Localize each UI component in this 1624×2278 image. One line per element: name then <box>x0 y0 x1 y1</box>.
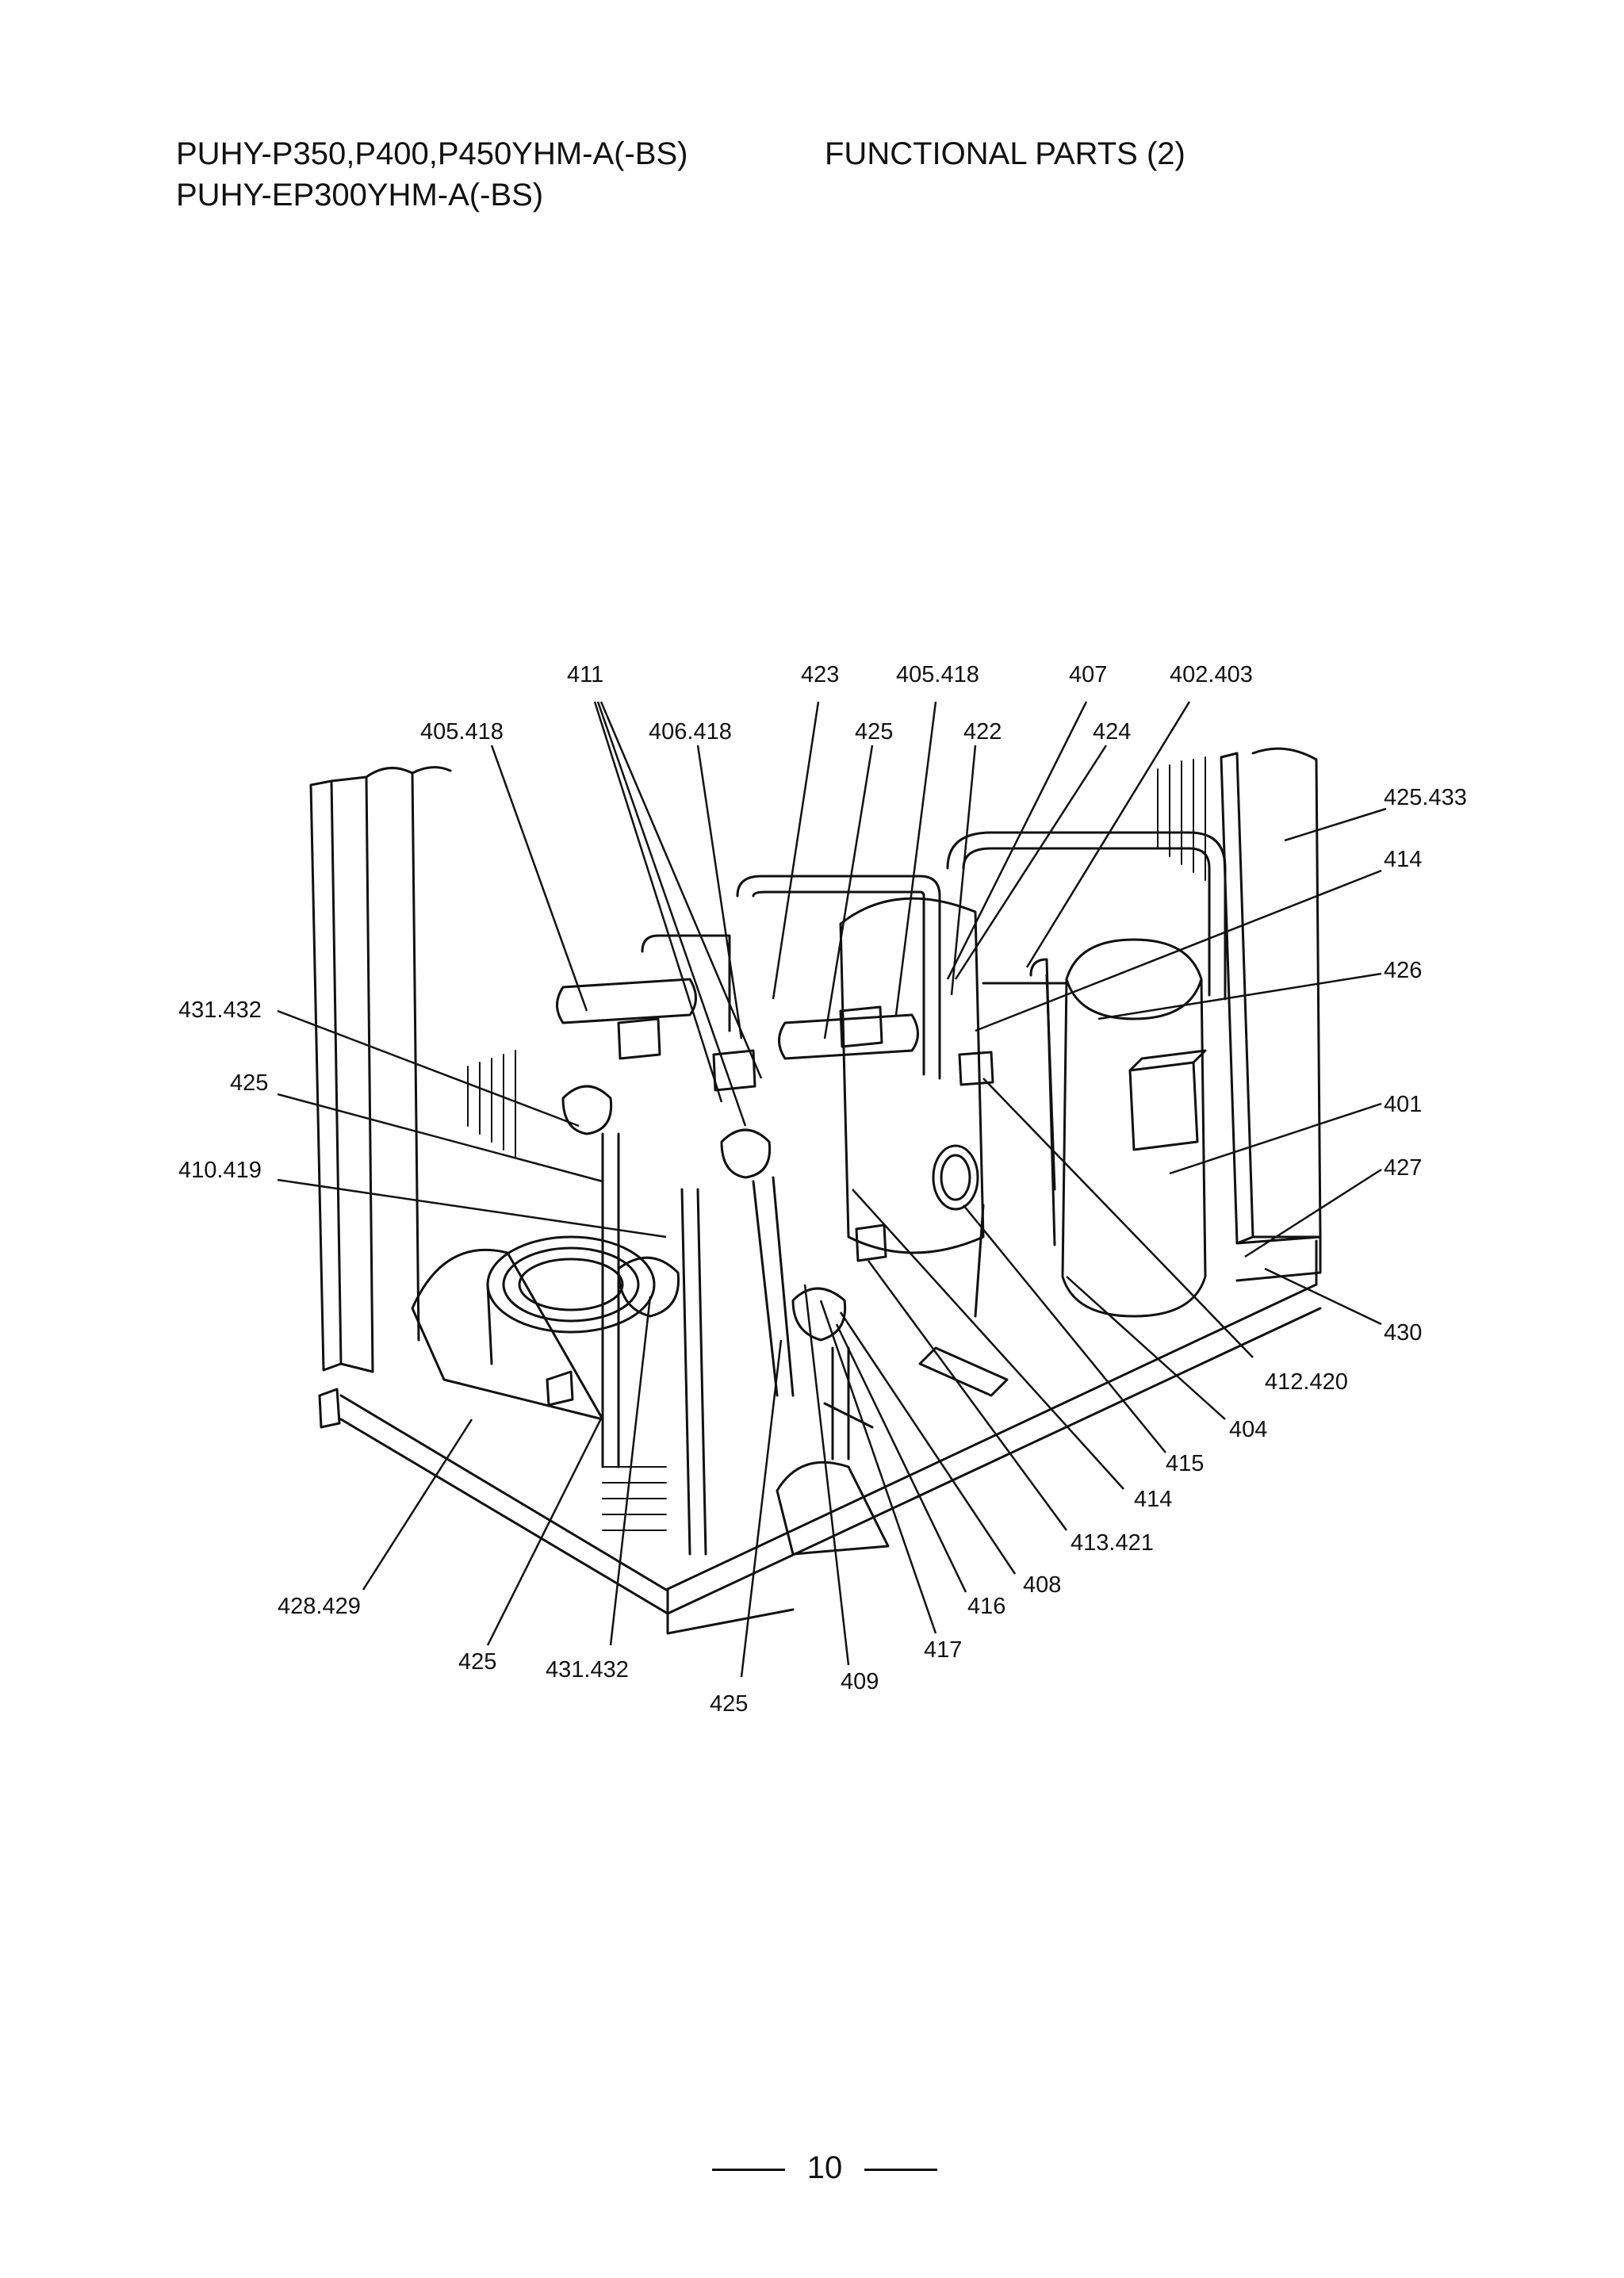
callout-414-right: 414 <box>1384 847 1422 872</box>
callout-405-418-left: 405.418 <box>420 719 504 745</box>
callout-402-403: 402.403 <box>1170 662 1253 687</box>
callout-414-bottom: 414 <box>1134 1487 1172 1512</box>
callout-425-bottom: 425 <box>710 1691 748 1717</box>
callout-405-418-top: 405.418 <box>896 662 979 687</box>
callout-425-top: 425 <box>855 719 893 745</box>
model-line-2: PUHY-EP300YHM-A(-BS) <box>176 178 544 212</box>
page-number: 10 <box>806 2150 843 2185</box>
callout-424: 424 <box>1093 719 1131 745</box>
footer-rule-left <box>712 2169 785 2171</box>
callout-412-420: 412.420 <box>1265 1369 1348 1395</box>
callout-411: 411 <box>567 662 603 687</box>
callout-labels: 411 423 405.418 407 402.403 405.418 406.… <box>178 662 1467 1717</box>
callout-407: 407 <box>1069 662 1107 687</box>
callout-427: 427 <box>1384 1155 1422 1181</box>
callout-410-419: 410.419 <box>178 1158 262 1183</box>
callout-430: 430 <box>1384 1320 1422 1346</box>
callout-415: 415 <box>1166 1451 1204 1476</box>
callout-426: 426 <box>1384 958 1422 983</box>
callout-416: 416 <box>967 1594 1005 1619</box>
callout-425-433: 425.433 <box>1384 785 1467 810</box>
footer-rule-right <box>864 2169 937 2171</box>
callout-425-left: 425 <box>230 1070 268 1096</box>
callout-423: 423 <box>801 662 839 687</box>
callout-408: 408 <box>1023 1572 1061 1598</box>
callout-404: 404 <box>1229 1417 1267 1442</box>
unit-illustration <box>309 747 1322 1635</box>
callout-413-421: 413.421 <box>1071 1530 1154 1556</box>
callout-431-432-left: 431.432 <box>178 997 262 1023</box>
callout-428-429: 428.429 <box>278 1594 361 1619</box>
callout-401: 401 <box>1384 1092 1422 1117</box>
callout-425-bottom-left: 425 <box>458 1649 496 1675</box>
callout-417: 417 <box>924 1637 962 1663</box>
model-line-1: PUHY-P350,P400,P450YHM-A(-BS) <box>176 136 688 171</box>
callout-406-418: 406.418 <box>649 719 732 745</box>
section-title: FUNCTIONAL PARTS (2) <box>825 136 1185 171</box>
callout-409: 409 <box>841 1669 879 1694</box>
leader-lines <box>277 701 1387 1678</box>
callout-422: 422 <box>963 719 1002 745</box>
callout-431-432-bottom: 431.432 <box>546 1657 629 1683</box>
